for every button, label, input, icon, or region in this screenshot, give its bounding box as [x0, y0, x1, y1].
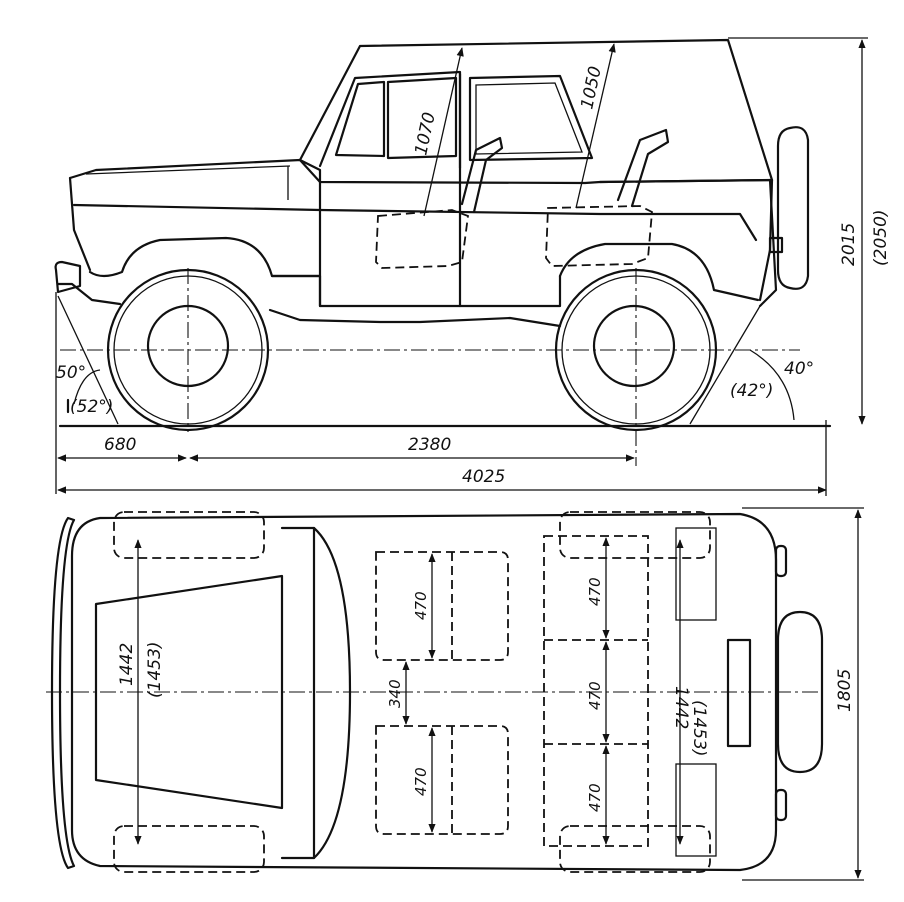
rear-seat-middle-label: 470 — [586, 681, 604, 710]
rear-seat-side — [545, 205, 653, 267]
front-right-seat-label: 470 — [412, 767, 430, 796]
soft-top-outline — [298, 38, 774, 185]
rear-right-wheel — [559, 825, 711, 873]
top-spare-wheel — [776, 610, 824, 774]
rear-seat-bench — [543, 535, 649, 847]
approach-angle-arc — [73, 369, 101, 405]
rear-fender — [558, 242, 760, 302]
departure-angle-label: 40° — [784, 359, 814, 379]
rear-headroom-label: 1050 — [577, 65, 606, 111]
rear-body — [598, 178, 774, 302]
rear-wheel-rim — [592, 304, 676, 388]
rear-light-bottom — [774, 788, 788, 822]
spare-wheel-mount — [768, 236, 784, 254]
windshield-frame — [318, 70, 462, 170]
wheelbase-label: 2380 — [408, 435, 451, 455]
front-seat-side — [375, 209, 469, 269]
front-headroom-label: 1070 — [411, 111, 440, 157]
frame-rail — [56, 282, 562, 328]
rear-compartment-left — [675, 527, 717, 621]
rear-light-top — [774, 544, 788, 578]
front-headroom-arrow — [423, 47, 464, 217]
rear-seat-left-label: 470 — [586, 577, 604, 606]
front-left-wheel — [113, 511, 265, 559]
approach-angle-alt-label: (52°) — [70, 397, 113, 417]
top-view: 1442 (1453) 1442 (1453) 1805 470 470 340… — [46, 507, 864, 881]
rear-seat-right-label: 470 — [586, 783, 604, 812]
front-right-wheel — [113, 825, 265, 873]
departure-angle-alt-label: (42°) — [730, 381, 773, 401]
front-overhang-label: 680 — [104, 435, 136, 455]
side-view: 1070 1050 50° (52°) 40° (42°) 2015 (2050… — [54, 37, 891, 496]
top-front-bumper — [50, 516, 76, 870]
front-seat-back — [460, 136, 504, 214]
overall-width-label: 1805 — [835, 669, 855, 712]
rear-left-wheel — [559, 511, 711, 559]
rear-compartment-right — [675, 763, 717, 857]
front-right-seat — [375, 725, 509, 835]
rear-track-alt-label: (1453) — [689, 700, 709, 757]
top-windshield — [280, 526, 352, 860]
front-fender — [88, 236, 322, 278]
rear-lamp — [726, 638, 752, 748]
rear-headroom-arrow — [575, 43, 616, 209]
approach-angle-line — [57, 295, 119, 425]
departure-angle-arc — [749, 349, 795, 421]
top-body-outline — [70, 512, 778, 872]
departure-angle-line — [689, 305, 761, 425]
overall-length-label: 4025 — [462, 467, 505, 487]
hood — [68, 158, 322, 308]
front-track-alt-label: (1453) — [145, 641, 165, 698]
rear-track-label: 1442 — [671, 686, 691, 729]
front-door-window — [334, 80, 386, 158]
rear-bumper — [758, 178, 778, 308]
approach-angle-label: 50° — [56, 363, 86, 383]
height-label: 2015 — [839, 223, 859, 266]
sill — [270, 274, 562, 308]
top-hood — [94, 574, 284, 810]
height-alt-label: (2050) — [871, 209, 891, 266]
rear-seat-back — [616, 128, 670, 208]
front-seat-gap-label: 340 — [386, 679, 404, 708]
rear-door-window-inner — [475, 82, 583, 155]
rear-door-window — [468, 74, 594, 162]
front-left-seat — [375, 551, 509, 661]
body-beltline — [72, 203, 758, 242]
front-track-label: 1442 — [117, 643, 137, 686]
front-bumper — [54, 260, 82, 294]
front-door-window-2 — [386, 76, 458, 160]
hood-seam — [85, 165, 291, 175]
front-left-seat-label: 470 — [412, 591, 430, 620]
spare-wheel — [776, 126, 810, 290]
